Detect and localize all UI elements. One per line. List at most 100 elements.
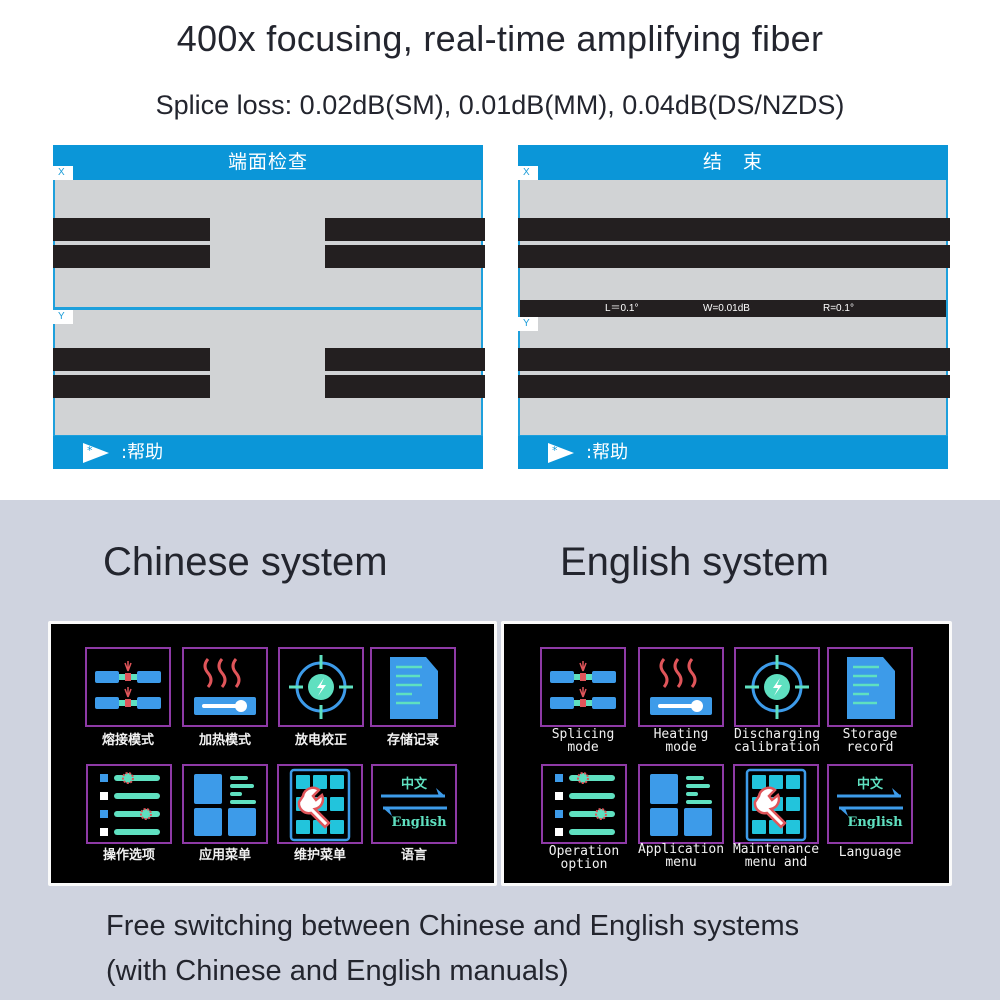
splice-loss-value: W=0.01dB [703,303,750,314]
help-label: :帮助 [121,442,164,463]
english-system-title: English system [560,540,829,584]
left-angle-value: L＝0.1° [605,303,639,314]
menu-tile-maintenance-menu[interactable] [277,764,363,844]
play-icon[interactable] [548,443,574,463]
y-view-field [518,317,950,435]
operation-option-icon [99,772,161,837]
menu-tile-discharge-calibration[interactable] [734,647,820,727]
footer-line-1: Free switching between Chinese and Engli… [106,910,800,942]
storage-record-icon [845,655,897,721]
fiber-right-lower [325,375,485,398]
menu-label-line: record [846,740,894,755]
operation-option-icon [554,772,616,837]
menu-tile-discharge-calibration[interactable] [278,647,364,727]
menu-label-line: Language [838,845,902,860]
menu-label: 熔接模式 [101,733,154,748]
menu-tile-language[interactable] [371,764,457,844]
fiber-right-lower [325,245,485,268]
menu-label-line: Application [637,842,725,857]
menu-tile-language[interactable] [827,764,913,844]
screen-footer: * :帮助 [53,436,483,469]
menu-tile-operation-option[interactable] [541,764,627,844]
menu-label: 操作选项 [102,848,155,863]
menu-label-line: mode [567,740,599,755]
menu-label: 加热模式 [198,733,251,748]
menu-tile-heating-mode[interactable] [182,647,268,727]
fiber-joined-lower [518,245,950,268]
x-axis-label: X [53,166,73,180]
y-axis-label: Y [53,310,73,324]
application-menu-icon [194,774,256,836]
heating-icon [192,657,258,717]
fiber-left-upper [53,348,210,371]
chinese-menu-screen: 熔接模式 加热模式 放电校正 存储记录 操作选项 应用菜单 维护菜单 语言 [48,621,497,886]
fiber-left-lower [53,375,210,398]
measurement-bar: L＝0.1° W=0.01dB R=0.1° [520,300,946,317]
splicing-icon [94,660,162,710]
menu-label: 应用菜单 [198,848,251,863]
menu-label-line: calibration [733,740,821,755]
screen-title: 结 束 [518,145,948,180]
maintenance-menu-icon [289,768,351,842]
discharge-calibration-icon [743,653,811,721]
menu-tile-splicing-mode[interactable] [540,647,626,727]
splice-loss-subtitle: Splice loss: 0.02dB(SM), 0.01dB(MM), 0.0… [155,90,845,120]
storage-record-icon [388,655,440,721]
menu-label: 存储记录 [386,733,439,748]
fiber-left-upper [53,218,210,241]
language-icon [835,774,905,832]
x-view-field [518,180,950,300]
application-menu-icon [650,774,712,836]
play-icon[interactable] [83,443,109,463]
fiber-right-upper [325,218,485,241]
fiber-joined-upper [518,218,950,241]
fiber-joined-upper [518,348,950,371]
menu-label-line: option [560,857,608,872]
menu-tile-application-menu[interactable] [182,764,268,844]
fiber-right-upper [325,348,485,371]
menu-label-line: menu and [744,855,808,870]
footer-line-2: (with Chinese and English manuals) [106,955,569,987]
fiber-joined-lower [518,375,950,398]
menu-tile-splicing-mode[interactable] [85,647,171,727]
screen-title: 端面检查 [53,145,483,180]
menu-tile-storage-record[interactable] [827,647,913,727]
right-angle-value: R=0.1° [823,303,854,314]
menu-tile-operation-option[interactable] [86,764,172,844]
language-icon [379,774,449,832]
page-headline: 400x focusing, real-time amplifying fibe… [176,18,824,59]
menu-label-line: Heating [653,727,709,742]
menu-label-line: Maintenance [732,842,820,857]
menu-tile-application-menu[interactable] [638,764,724,844]
menu-label-line: menu [665,855,697,870]
menu-label-line: Splicing [551,727,615,742]
menu-label: 维护菜单 [293,848,346,863]
menu-label-line: Storage [842,727,898,742]
splice-finished-screen: 结 束 X L＝0.1° W=0.01dB R=0.1° Y * :帮助 [518,145,950,469]
menu-label: Language [815,846,925,859]
menu-tile-heating-mode[interactable] [638,647,724,727]
star-icon: * [552,444,558,457]
help-label: :帮助 [586,442,629,463]
x-axis-label: X [518,166,538,180]
screen-footer: * :帮助 [518,436,948,469]
maintenance-menu-icon [745,768,807,842]
y-axis-label: Y [518,317,538,331]
menu-label-line: Discharging [733,727,821,742]
menu-tile-storage-record[interactable] [370,647,456,727]
heating-icon [648,657,714,717]
menu-label-line: mode [665,740,697,755]
menu-tile-maintenance-menu[interactable] [733,764,819,844]
menu-label-line: Operation [548,844,620,859]
menu-label: 放电校正 [294,733,347,748]
y-view-field [53,310,485,435]
menu-label: 语言 [400,848,427,863]
